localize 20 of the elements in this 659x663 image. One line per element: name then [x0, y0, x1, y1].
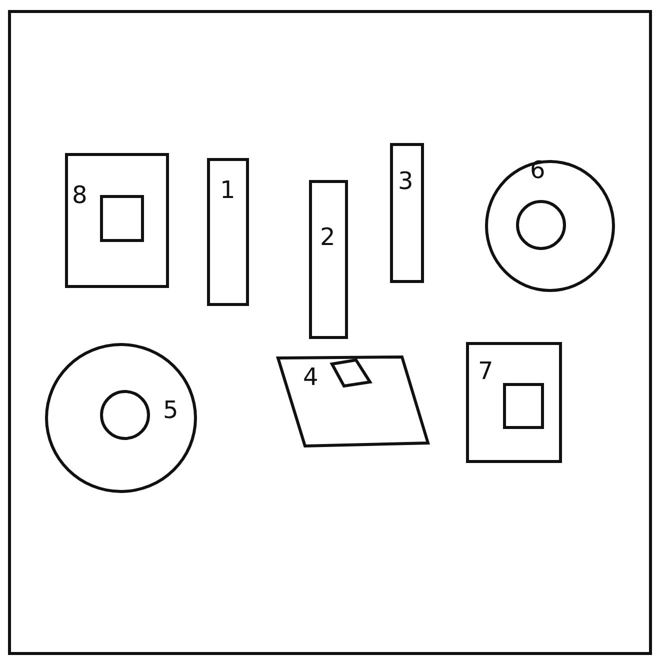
tall-rectangle [390, 143, 424, 283]
shape-number: 5 [163, 398, 178, 422]
shape-number: 7 [478, 359, 494, 383]
shape-number: 8 [72, 183, 88, 207]
ring-outline [485, 160, 615, 292]
tall-rectangle [309, 180, 348, 339]
parallelogram-outline [276, 355, 430, 448]
inner-circle [516, 200, 566, 250]
inner-rhombus [330, 358, 372, 388]
inner-circle [100, 390, 150, 440]
square-outline [65, 153, 169, 288]
ring-outline [45, 343, 197, 493]
tall-rectangle [207, 158, 249, 306]
inner-square [100, 195, 144, 242]
shape-number: 4 [303, 365, 318, 389]
shape-number: 1 [220, 178, 236, 202]
shape-number: 3 [398, 169, 414, 193]
square-outline [466, 342, 562, 463]
inner-square [503, 383, 544, 429]
shape-number: 2 [320, 225, 336, 249]
